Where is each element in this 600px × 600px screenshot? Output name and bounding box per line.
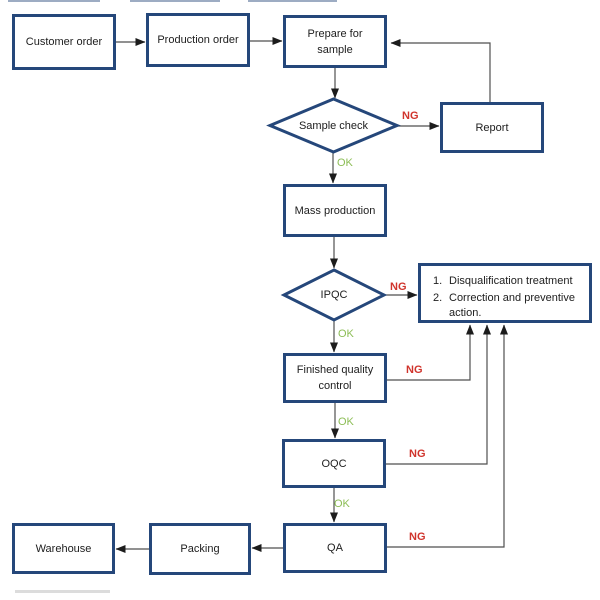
node-label: Mass production bbox=[294, 204, 376, 217]
edge-fqc-to-disqualification-ng bbox=[387, 324, 474, 381]
decision-sample-check-shape bbox=[266, 97, 401, 154]
edge-label-ng-fqc: NG bbox=[406, 364, 423, 376]
node-label: Packing bbox=[180, 543, 220, 555]
node-prepare-for-sample: Prepare for sample bbox=[283, 15, 387, 68]
node-label: QA bbox=[327, 542, 343, 554]
edge-label-ng-sample-check: NG bbox=[402, 110, 419, 122]
item-number: 1. bbox=[433, 275, 443, 287]
item-text: Correction and preventive action. bbox=[449, 292, 575, 319]
node-label: sample bbox=[317, 43, 353, 56]
edge-label-ng-qa: NG bbox=[409, 531, 426, 543]
item-text: Disqualification treatment bbox=[449, 275, 573, 287]
node-label: Report bbox=[475, 121, 509, 134]
decision-ipqc-label: IPQC bbox=[320, 289, 348, 301]
edge-qa-to-disqualification-ng bbox=[387, 324, 508, 548]
node-label: Finished quality bbox=[296, 364, 374, 376]
node-label: Warehouse bbox=[35, 542, 92, 555]
node-oqc: OQC bbox=[282, 439, 386, 488]
decision-sample-check-label: Sample check bbox=[298, 120, 369, 132]
top-edge-artifact bbox=[248, 0, 337, 2]
node-report: Report bbox=[440, 102, 544, 153]
node-label: OQC bbox=[321, 457, 347, 470]
disqualification-item: 2. Correction and preventive action. bbox=[433, 291, 583, 321]
edge-label-ok-sample-check: OK bbox=[337, 157, 353, 169]
bottom-edge-artifact bbox=[15, 590, 110, 593]
node-packing: Packing bbox=[149, 523, 251, 575]
edge-label-ng-oqc: NG bbox=[409, 448, 426, 460]
edge-label-ok-fqc: OK bbox=[338, 416, 354, 428]
node-label: Production order bbox=[157, 34, 239, 46]
node-customer-order: Customer order bbox=[12, 14, 116, 70]
edge-oqc-to-disqualification-ng bbox=[386, 324, 491, 465]
node-label: control bbox=[318, 380, 352, 392]
item-number: 2. bbox=[433, 292, 443, 304]
node-production-order: Production order bbox=[146, 13, 250, 67]
edge-report-to-prepare bbox=[390, 39, 491, 102]
node-label: Customer order bbox=[25, 36, 103, 48]
node-qa: QA bbox=[283, 523, 387, 573]
node-disqualification-treatment: 1. Disqualification treatment 2. Correct… bbox=[418, 263, 592, 323]
node-finished-quality-control: Finished quality control bbox=[283, 353, 387, 403]
decision-ipqc-shape bbox=[280, 268, 388, 322]
edge-label-ng-ipqc: NG bbox=[390, 281, 407, 293]
disqualification-item: 1. Disqualification treatment bbox=[433, 274, 583, 289]
top-edge-artifact bbox=[8, 0, 100, 2]
edge-label-ok-ipqc: OK bbox=[338, 328, 354, 340]
top-edge-artifact bbox=[130, 0, 220, 2]
edge-label-ok-oqc: OK bbox=[334, 498, 350, 510]
node-warehouse: Warehouse bbox=[12, 523, 115, 574]
node-mass-production: Mass production bbox=[283, 184, 387, 237]
node-label: Prepare for bbox=[307, 27, 363, 40]
